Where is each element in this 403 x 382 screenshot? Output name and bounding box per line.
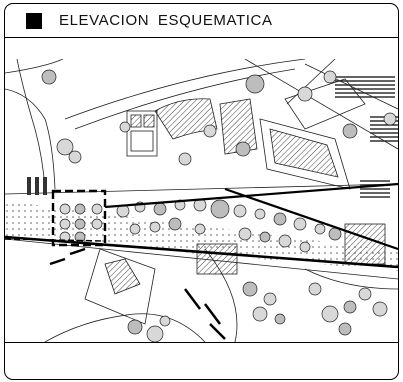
tree-canopy xyxy=(358,287,372,301)
tree-canopy xyxy=(372,301,388,317)
tree-canopy xyxy=(178,152,192,166)
title-block: ELEVACION ESQUEMATICA xyxy=(5,4,398,38)
tree-canopy xyxy=(328,227,342,241)
buildings xyxy=(84,78,386,325)
tree-canopy xyxy=(127,319,143,335)
tree-canopy xyxy=(129,223,141,235)
tree-canopy xyxy=(56,138,74,156)
tree-canopy xyxy=(314,223,326,235)
tree-canopy xyxy=(274,313,286,325)
tree-canopy xyxy=(210,199,230,219)
sheet-frame: ELEVACION ESQUEMATICA xyxy=(4,3,399,380)
bottom-rule xyxy=(5,342,398,343)
tree-canopy xyxy=(245,74,265,94)
tree-canopy xyxy=(74,203,86,215)
tree-canopy xyxy=(235,141,251,157)
tree-canopy xyxy=(119,121,131,133)
tree-canopy xyxy=(321,305,339,323)
tree-canopy xyxy=(297,86,313,102)
title-square-icon xyxy=(26,12,42,29)
tree-canopy xyxy=(238,227,252,241)
tree-canopy xyxy=(252,306,268,322)
sheet-title: ELEVACION ESQUEMATICA xyxy=(59,12,273,29)
axis-lines xyxy=(5,182,398,269)
tree-canopy xyxy=(299,241,311,253)
tree-canopy xyxy=(263,292,277,306)
tree-canopy xyxy=(259,231,271,243)
tree-canopy xyxy=(323,70,337,84)
tree-canopy xyxy=(278,234,292,248)
tree-canopy xyxy=(59,218,71,230)
site-plan-svg xyxy=(5,59,398,342)
tree-canopy xyxy=(41,69,57,85)
tree-canopy xyxy=(174,199,186,211)
tree-canopy xyxy=(242,281,258,297)
tree-canopies xyxy=(41,69,397,342)
tree-canopy xyxy=(342,123,358,139)
focus-area-frame xyxy=(51,189,107,247)
tree-canopy xyxy=(68,150,82,164)
park-band xyxy=(5,201,398,271)
tree-canopy xyxy=(338,322,352,336)
tree-canopy xyxy=(254,208,266,220)
tree-canopy xyxy=(149,221,161,233)
tree-canopy xyxy=(293,217,307,231)
tree-canopy xyxy=(74,218,86,230)
tree-canopy xyxy=(273,212,287,226)
tree-canopy xyxy=(308,282,322,296)
tree-canopy xyxy=(59,203,71,215)
tree-canopy xyxy=(194,223,206,235)
tree-canopy xyxy=(91,218,103,230)
tree-canopy xyxy=(153,202,167,216)
tree-canopy xyxy=(168,217,182,231)
tree-canopy xyxy=(343,300,357,314)
tree-canopy xyxy=(159,315,171,327)
site-marks xyxy=(49,247,226,340)
site-plan xyxy=(5,59,398,342)
tree-canopy xyxy=(233,204,247,218)
tree-canopy xyxy=(203,124,217,138)
tree-canopy xyxy=(146,325,164,342)
tree-canopy xyxy=(91,203,103,215)
tree-canopy xyxy=(383,112,397,126)
